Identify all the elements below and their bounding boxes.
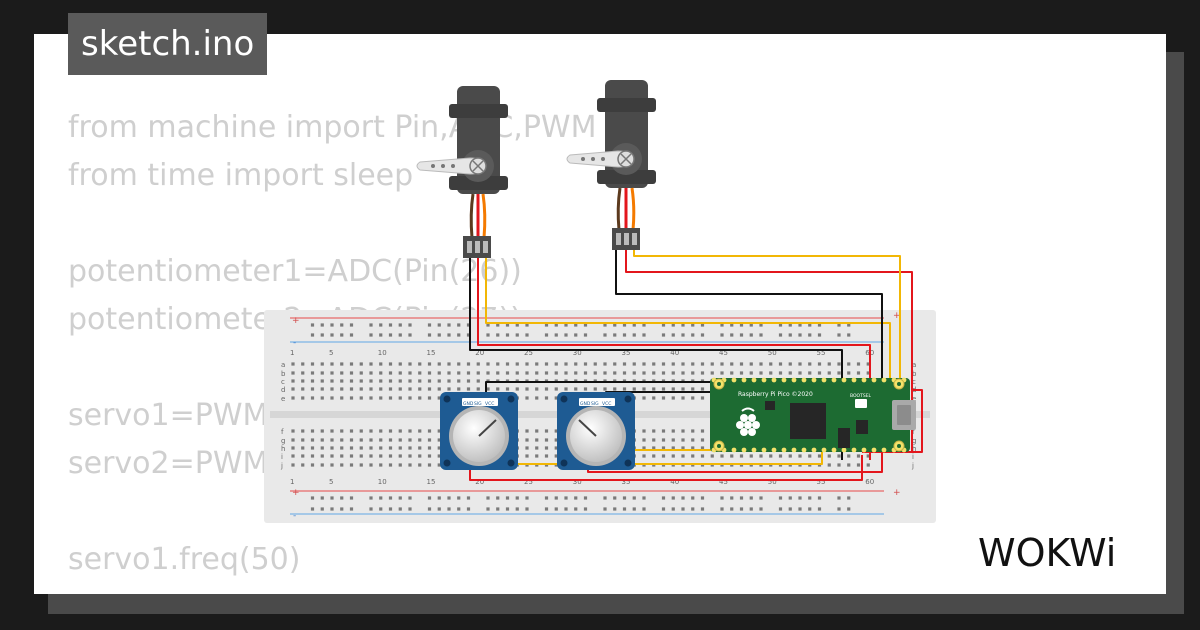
rail-minus-label: - <box>293 338 296 348</box>
column-number: 45 <box>719 478 728 486</box>
column-number: 30 <box>573 349 582 357</box>
pot-indicator <box>478 419 497 437</box>
row-letter: e <box>281 395 285 403</box>
row-letter: e <box>912 395 916 403</box>
pot-pin-label: VCC <box>485 401 494 407</box>
potentiometer-1[interactable]: GND SIG VCC <box>440 392 518 470</box>
pot-pin-label: SIG <box>591 401 599 407</box>
row-letter: f <box>281 428 284 436</box>
code-line: from time import sleep <box>68 158 414 193</box>
rail-plus-label: + <box>292 316 300 326</box>
pot-indicator <box>578 419 597 437</box>
rail-minus-label: - <box>293 511 296 521</box>
column-number: 5 <box>329 478 333 486</box>
servo-1[interactable] <box>416 86 508 258</box>
column-number: 35 <box>622 478 631 486</box>
pot-pin-label: GND <box>580 401 591 407</box>
raspberry-logo-icon <box>736 407 760 436</box>
column-number: 40 <box>670 349 679 357</box>
wire-yellow[interactable] <box>633 250 901 382</box>
column-number: 45 <box>719 349 728 357</box>
row-letter: d <box>281 386 285 394</box>
bootsel-button[interactable] <box>855 399 867 408</box>
column-number: 55 <box>817 349 826 357</box>
column-number: 25 <box>524 349 533 357</box>
row-letter: j <box>280 462 283 470</box>
column-number: 30 <box>573 478 582 486</box>
rail-plus-label: + <box>893 311 901 321</box>
column-number: 55 <box>817 478 826 486</box>
row-letter: i <box>281 453 283 461</box>
column-number: 35 <box>622 349 631 357</box>
bootsel-label: BOOTSEL <box>850 393 872 399</box>
row-letter: c <box>912 378 916 386</box>
servo-mount-tab <box>597 170 656 184</box>
column-number: 60 <box>865 478 874 486</box>
raspberry-pi-pico[interactable]: Raspberry Pi Pico ©2020 BOOTSEL <box>710 377 916 453</box>
row-letter: h <box>912 445 916 453</box>
wire-yellow[interactable] <box>485 258 891 380</box>
servo-mount-tab <box>449 104 508 118</box>
potentiometer-2[interactable]: GND SIG VCC <box>557 392 635 470</box>
wokwi-logo[interactable]: WOKWi <box>974 520 1156 584</box>
servo-mount-tab <box>597 98 656 112</box>
pot-pin-label: GND <box>463 401 474 407</box>
column-number: 50 <box>768 349 777 357</box>
pot-pin-header <box>462 398 498 406</box>
file-tab[interactable]: sketch.ino <box>68 13 268 75</box>
column-number: 1 <box>290 478 294 486</box>
column-number: 15 <box>427 478 436 486</box>
row-letter: i <box>912 453 914 461</box>
column-number: 25 <box>524 478 533 486</box>
rp2040-chip <box>790 403 826 439</box>
column-number: 15 <box>427 349 436 357</box>
pot-pin-header <box>579 398 615 406</box>
wire-red[interactable] <box>912 389 923 453</box>
column-number: 50 <box>768 478 777 486</box>
row-letter: g <box>281 437 285 445</box>
column-number: 10 <box>378 478 387 486</box>
row-letter: j <box>911 462 914 470</box>
row-letter: f <box>912 428 915 436</box>
column-number: 5 <box>329 349 333 357</box>
row-letter: b <box>281 370 286 378</box>
column-number: 20 <box>475 349 484 357</box>
row-letter: g <box>912 437 916 445</box>
code-line: potentiometer1=ADC(Pin(26)) <box>68 254 522 289</box>
row-letter: b <box>912 370 917 378</box>
pot-pin-label: SIG <box>474 401 482 407</box>
servo-mount-tab <box>449 176 508 190</box>
column-number: 20 <box>475 478 484 486</box>
rail-plus-label: + <box>292 488 300 498</box>
pico-label: Raspberry Pi Pico ©2020 <box>738 391 813 398</box>
row-letter: h <box>281 445 285 453</box>
rail-plus-label: + <box>893 488 901 498</box>
code-line: servo1.freq(50) <box>68 542 301 577</box>
servo-2[interactable] <box>566 80 656 250</box>
row-letter: a <box>912 361 916 369</box>
row-letter: a <box>281 361 285 369</box>
column-number: 1 <box>290 349 294 357</box>
row-letter: c <box>281 378 285 386</box>
wire-black[interactable] <box>615 250 883 460</box>
wokwi-logo-text: WOKWi <box>978 531 1116 575</box>
column-number: 40 <box>670 478 679 486</box>
column-number: 10 <box>378 349 387 357</box>
pot-pin-label: VCC <box>602 401 611 407</box>
